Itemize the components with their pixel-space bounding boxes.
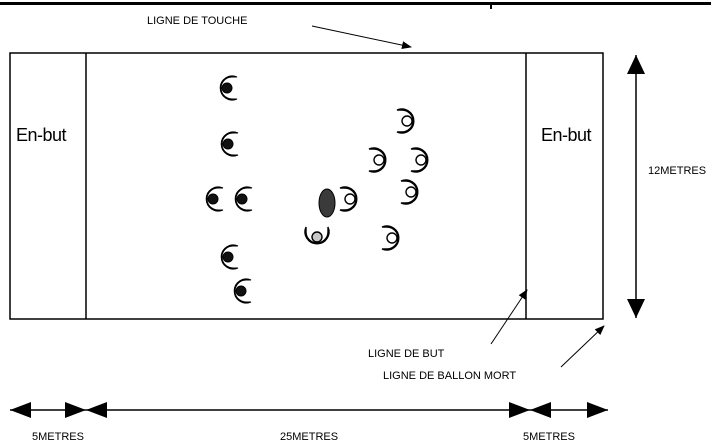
- field-arrow-end-icon: [509, 402, 530, 418]
- goal-line-arrow: [490, 289, 528, 345]
- left-in-goal-arrow-end-icon: [65, 402, 86, 418]
- width-arrow-up-icon: [627, 55, 645, 74]
- dead-ball-line-arrow: [560, 325, 605, 368]
- touch-line-label: LIGNE DE TOUCHE: [147, 15, 247, 27]
- right-in-goal-arrow-end-icon: [587, 402, 608, 418]
- in-goal-right-label: En-but: [541, 125, 592, 145]
- width-arrow-down-icon: [627, 299, 645, 318]
- top-border: [0, 2, 711, 5]
- right-in-goal-arrow-start-icon: [530, 402, 551, 418]
- field-arrow-start-icon: [86, 402, 107, 418]
- left-in-goal-arrow-start-icon: [10, 402, 31, 418]
- left-in-goal-length-label: 5METRES: [32, 431, 84, 443]
- rugby-ball-icon: [318, 188, 336, 218]
- width-label: 12METRES: [648, 165, 706, 177]
- field-length-label: 25METRES: [280, 431, 338, 443]
- in-goal-left-label: En-but: [16, 125, 67, 145]
- goal-line-label: LIGNE DE BUT: [368, 348, 445, 360]
- touch-line-arrow: [311, 25, 412, 50]
- dead-ball-line-label: LIGNE DE BALLON MORT: [383, 370, 516, 382]
- right-in-goal-length-label: 5METRES: [523, 431, 575, 443]
- top-border-tick: [490, 5, 492, 9]
- field-outline: [9, 52, 604, 320]
